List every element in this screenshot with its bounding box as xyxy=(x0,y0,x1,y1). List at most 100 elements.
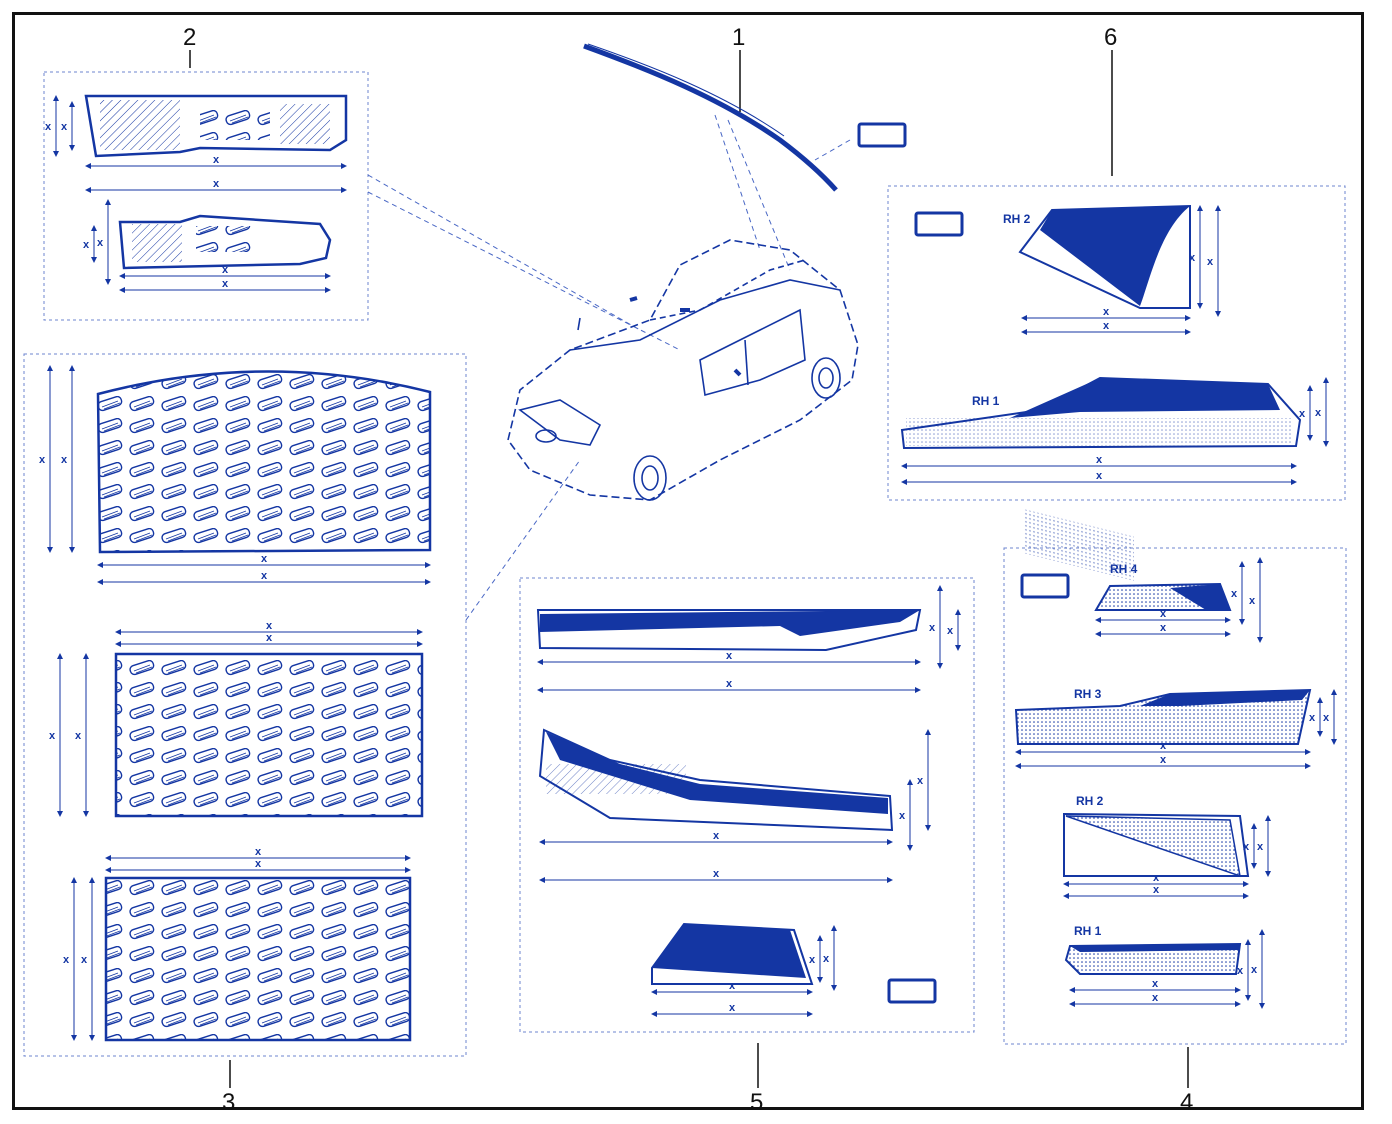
dimension-label: x xyxy=(1251,964,1258,976)
dimension-label: x xyxy=(83,239,90,251)
rh1-label: RH 1 xyxy=(1074,924,1102,938)
dimension-label: x xyxy=(1096,470,1103,482)
mirror-cap-decal xyxy=(651,922,814,985)
door-panel-upper xyxy=(84,94,348,158)
panel-4 xyxy=(1003,547,1347,1045)
svg-text:3: 3 xyxy=(222,1089,235,1116)
dimension-label: x xyxy=(713,830,720,842)
dimension-label: x xyxy=(1152,992,1159,1004)
dimension-label: x xyxy=(63,954,70,966)
panel-5 xyxy=(519,577,975,1033)
dimension-label: x xyxy=(222,278,229,290)
callout-4: 4 xyxy=(1180,1047,1193,1116)
rh2-decal xyxy=(1063,812,1250,878)
rh3-decal xyxy=(1014,688,1312,745)
rear-pillar-decal xyxy=(1018,204,1191,581)
svg-text:5: 5 xyxy=(750,1089,763,1116)
callout-5: 5 xyxy=(750,1043,763,1116)
dimension-label: x xyxy=(1243,841,1250,853)
door-stripe-long xyxy=(536,609,922,652)
dimension-label: x xyxy=(1103,306,1110,318)
dimension-label: x xyxy=(1152,978,1159,990)
dimension-label: x xyxy=(222,264,229,276)
svg-text:1: 1 xyxy=(732,24,745,51)
dimension-label: x xyxy=(729,1002,736,1014)
callout-6: 6 xyxy=(1104,24,1117,176)
callout-2: 2 xyxy=(183,24,196,68)
dimension-label: x xyxy=(899,810,906,822)
dimension-label: x xyxy=(213,178,220,190)
dimension-label: x xyxy=(729,980,736,992)
dimension-label: x xyxy=(61,121,68,133)
rh1-label: RH 1 xyxy=(972,394,1000,408)
dimension-label: x xyxy=(1153,884,1160,896)
dimension-label: x xyxy=(75,730,82,742)
dimension-label: x xyxy=(1231,588,1238,600)
dimension-label: x xyxy=(713,868,720,880)
decal-icon xyxy=(887,978,937,1004)
dimension-label: x xyxy=(1153,872,1160,884)
dimension-label: x xyxy=(266,632,273,644)
rh1-decal xyxy=(1064,942,1242,975)
panel-6 xyxy=(887,185,1346,501)
dimension-label: x xyxy=(97,237,104,249)
dimension-label: x xyxy=(726,650,733,662)
dimension-label: x xyxy=(61,454,68,466)
dimension-label: x xyxy=(261,570,268,582)
dimension-label: x xyxy=(266,620,273,632)
dimension-label: x xyxy=(39,454,46,466)
dimension-label: x xyxy=(929,622,936,634)
dimension-label: x xyxy=(1315,407,1322,419)
dimension-label: x xyxy=(1249,595,1256,607)
callout-1: 1 xyxy=(732,24,745,112)
dimension-label: x xyxy=(1160,622,1167,634)
diagram-frame xyxy=(12,12,1364,1110)
side-sill-decal xyxy=(900,376,1302,450)
dimension-label: x xyxy=(255,858,262,870)
dimension-label: x xyxy=(1207,256,1214,268)
dimension-label: x xyxy=(261,553,268,565)
leader-lines xyxy=(367,114,851,621)
decal-icon xyxy=(1020,573,1070,599)
dimension-label: x xyxy=(1323,712,1330,724)
dimension-label: x xyxy=(1103,320,1110,332)
rh4-label: RH 4 xyxy=(1110,562,1138,576)
dimension-label: x xyxy=(809,954,816,966)
dimension-label: x xyxy=(49,730,56,742)
rh2-label: RH 2 xyxy=(1003,212,1031,226)
panel-2 xyxy=(43,71,369,321)
svg-text:6: 6 xyxy=(1104,24,1117,51)
rh4-decal xyxy=(1094,582,1232,611)
grille-panel-middle xyxy=(114,652,424,818)
car-illustration xyxy=(507,239,859,501)
dimension-label: x xyxy=(45,121,52,133)
dimension-label: x xyxy=(1160,608,1167,620)
dimension-label: x xyxy=(823,953,830,965)
dimension-label: x xyxy=(1257,841,1264,853)
dimension-label: x xyxy=(917,775,924,787)
decal-icon xyxy=(857,122,907,148)
roof-strip xyxy=(583,43,907,192)
callout-3: 3 xyxy=(222,1060,235,1116)
dimension-label: x xyxy=(1160,754,1167,766)
dimension-label: x xyxy=(1299,408,1306,420)
svg-text:4: 4 xyxy=(1180,1089,1193,1116)
dimension-label: x xyxy=(1237,965,1244,977)
rh3-label: RH 3 xyxy=(1074,687,1102,701)
svg-text:2: 2 xyxy=(183,24,196,51)
dimension-label: x xyxy=(726,678,733,690)
dimension-label: x xyxy=(947,625,954,637)
panel-3 xyxy=(23,353,467,1057)
door-panel-lower xyxy=(118,214,332,270)
grille-panel-top xyxy=(96,370,432,554)
dimension-label: x xyxy=(1309,712,1316,724)
dimension-label: x xyxy=(255,846,262,858)
dimension-label: x xyxy=(1160,740,1167,752)
dimension-label: x xyxy=(213,154,220,166)
rh2-label: RH 2 xyxy=(1076,794,1104,808)
dimension-label: x xyxy=(81,954,88,966)
grille-panel-bottom xyxy=(104,876,412,1042)
dimension-label: x xyxy=(1189,252,1196,264)
